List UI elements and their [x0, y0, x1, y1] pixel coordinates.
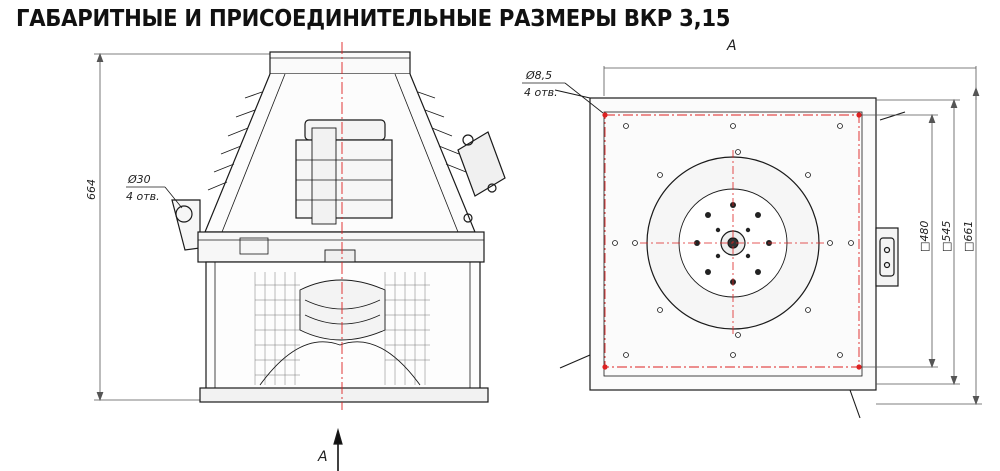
- corner-hole-diameter-label: Ø8,5: [525, 69, 552, 82]
- base-frame: [199, 387, 489, 403]
- cooling-ribs-left: [207, 91, 263, 191]
- terminal-box: [457, 131, 506, 223]
- perimeter-holes: [612, 123, 854, 358]
- cooling-ribs-right: [417, 91, 467, 173]
- dimension-480: □480: [918, 221, 931, 252]
- impeller-cage: [205, 261, 481, 391]
- lifting-eye: [171, 199, 201, 251]
- support-legs: [554, 89, 906, 419]
- hole-count-label: 4 отв.: [126, 190, 160, 203]
- overall-width-dimension: [603, 66, 977, 100]
- top-flange: [269, 51, 411, 75]
- hole-leader-right: [522, 82, 604, 114]
- view-arrow: [333, 427, 343, 471]
- hub-holes: [694, 202, 772, 285]
- side-terminal-box: [875, 227, 899, 287]
- center-crosshair: [640, 150, 826, 336]
- view-arrow-label: А: [317, 449, 328, 465]
- hole-leader-left: [126, 186, 183, 209]
- motor: [295, 119, 393, 225]
- corner-hole-count-label: 4 отв.: [524, 86, 558, 99]
- view-label: А: [726, 38, 737, 54]
- page-title: ГАБАРИТНЫЕ И ПРИСОЕДИНИТЕЛЬНЫЕ РАЗМЕРЫ В…: [16, 6, 731, 32]
- dimension-545: □545: [940, 221, 953, 252]
- base-plate-inner: [603, 111, 863, 377]
- dimension-661: □661: [962, 221, 975, 252]
- height-dimension-label: 664: [85, 179, 98, 200]
- corner-holes: [602, 112, 862, 370]
- bolt-pattern: [604, 114, 860, 368]
- side-view: 664: [85, 42, 506, 471]
- top-view: А: [522, 38, 982, 419]
- hole-diameter-label: Ø30: [127, 173, 151, 186]
- vertical-dimensions: [862, 86, 982, 406]
- height-dimension: [94, 52, 270, 402]
